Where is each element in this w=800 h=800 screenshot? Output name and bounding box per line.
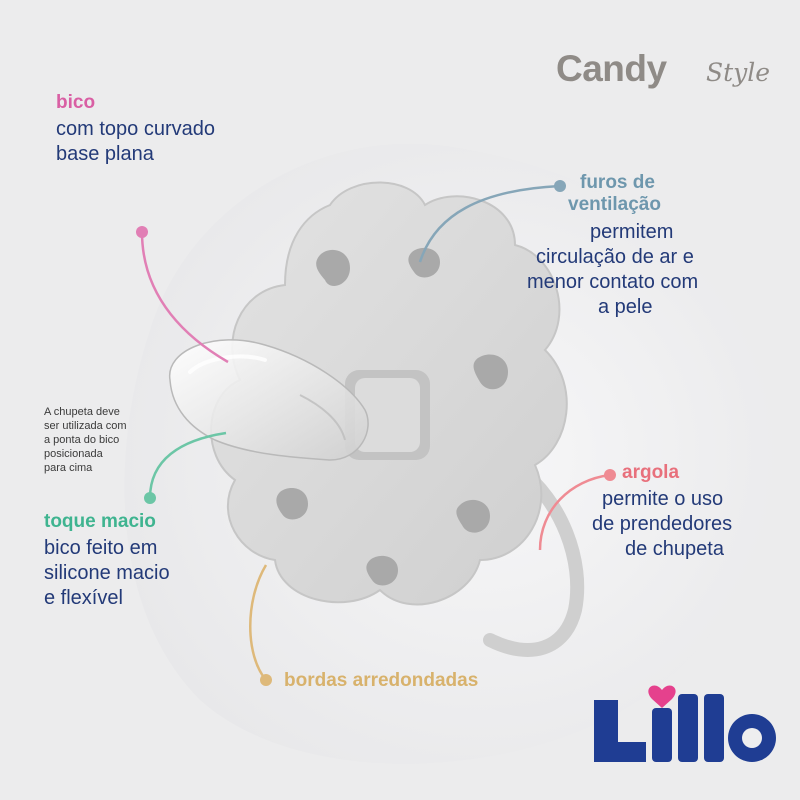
- argola-title: argola: [622, 462, 680, 483]
- furos-line-3: menor contato com: [527, 271, 699, 293]
- furos-title-1: furos de: [580, 172, 655, 193]
- furos-title-2: ventilação: [568, 194, 661, 215]
- argola-line-3: de chupeta: [625, 538, 724, 560]
- note-line-1: A chupeta deve: [44, 406, 120, 418]
- connector-toque: [148, 431, 227, 499]
- connector-bordas-dot: [260, 674, 272, 686]
- bico-line-2: base plana: [56, 143, 154, 165]
- toque-line-1: bico feito em: [44, 537, 158, 559]
- note-line-5: para cima: [44, 462, 93, 474]
- connector-toque-dot: [144, 492, 156, 504]
- connector-bordas: [249, 564, 268, 681]
- toque-line-2: silicone macio: [44, 562, 170, 584]
- connector-argola: [538, 473, 611, 551]
- connector-furos: [418, 184, 561, 263]
- furos-line-1: permitem: [590, 221, 674, 243]
- note-line-4: posicionada: [44, 448, 103, 460]
- connector-bico-dot: [136, 226, 148, 238]
- furos-line-4: a pele: [598, 296, 653, 318]
- pacifier-nipple: [169, 339, 369, 461]
- note-line-2: ser utilizada com: [44, 420, 127, 432]
- toque-line-3: e flexível: [44, 587, 123, 609]
- brand-candy: Candy: [556, 48, 667, 89]
- bordas-title: bordas arredondadas: [284, 670, 479, 691]
- connector-bico: [140, 231, 229, 364]
- pacifier-shield: [210, 181, 568, 606]
- argola-line-1: permite o uso: [602, 488, 724, 510]
- lillo-logo: [594, 685, 776, 762]
- bico-title: bico: [56, 92, 96, 113]
- usage-note: A chupeta deve ser utilizada com a ponta…: [44, 405, 127, 475]
- bico-line-1: com topo curvado: [56, 118, 215, 140]
- connector-furos-dot: [554, 180, 566, 192]
- furos-line-2: circulação de ar e: [536, 246, 694, 268]
- toque-title: toque macio: [44, 511, 156, 532]
- pacifier-ring: [483, 463, 585, 657]
- connector-argola-dot: [604, 469, 616, 481]
- brand-style: Style: [706, 58, 771, 87]
- note-line-3: a ponta do bico: [44, 434, 120, 446]
- argola-line-2: de prendedores: [592, 513, 733, 535]
